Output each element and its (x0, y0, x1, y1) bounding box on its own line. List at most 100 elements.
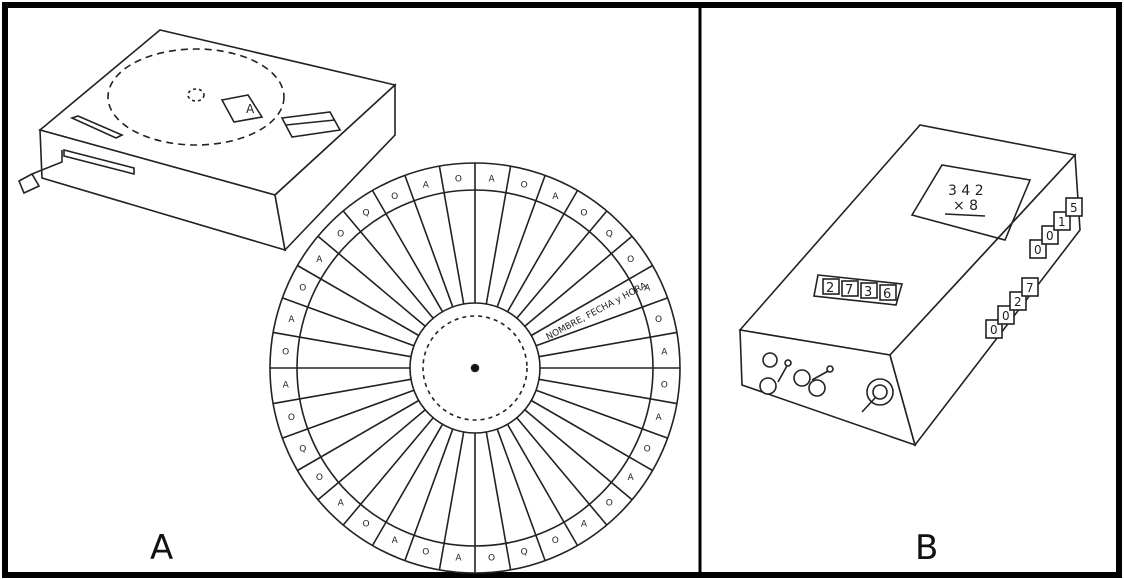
disc-sector-mark: A (288, 315, 295, 325)
disc-spoke (506, 423, 579, 546)
dial-center (872, 384, 888, 400)
disc-sector-mark: Q (362, 208, 369, 218)
side-counter-bottom-digit: 7 (1026, 281, 1034, 295)
disc-sector-mark: O (455, 175, 462, 185)
front-counter-digit: 6 (883, 287, 891, 302)
crank-handle (31, 150, 63, 175)
disc-sector-mark: O (337, 230, 344, 240)
disc-spoke (297, 264, 420, 337)
disc-sector-mark: A (655, 413, 662, 423)
side-counter-bottom-digit: 2 (1014, 295, 1022, 309)
front-counter-cell (841, 280, 859, 297)
front-counter-digit: 3 (864, 285, 872, 300)
toggle-switch (777, 363, 789, 383)
disc-spoke (272, 331, 412, 358)
disc-outline (107, 48, 285, 146)
disc-sector-mark: A (423, 180, 430, 190)
disc-sector-mark: O (521, 180, 528, 190)
panel-b: 3 4 2 × 8 2 7 3 6 0 0 (738, 124, 1083, 447)
box-side (274, 83, 396, 252)
side-counter-bottom-digit: 0 (1002, 309, 1010, 323)
disc-spoke (485, 165, 512, 305)
screen-line-2: × 8 (953, 198, 978, 214)
disc-sector-mark: A (581, 520, 588, 530)
side-counter-top-cell (1065, 197, 1083, 217)
calculator-screen (910, 164, 1032, 241)
side-counter-bottom-digit: 0 (990, 323, 998, 337)
disc-spoke (317, 235, 426, 327)
disc-sector-mark: O (299, 284, 306, 294)
disc-spoke (516, 417, 608, 526)
disc-sector-mark: A (644, 284, 651, 294)
front-counter-digit: 2 (826, 281, 834, 296)
disc-spoke (317, 409, 426, 501)
disc-sector-mark: A (628, 473, 635, 483)
disc-spoke (516, 210, 608, 319)
disc-sector-mark: O (282, 347, 289, 357)
disc-spoke (530, 264, 653, 337)
dial-lever (861, 397, 876, 413)
disc-spoke (530, 399, 653, 472)
toggle-switch-tip (784, 359, 792, 367)
disc-sector-mark: O (606, 498, 613, 508)
disc-spoke (272, 378, 412, 405)
toggle-switch (811, 369, 831, 381)
front-counter-cell (860, 282, 878, 299)
disc-spoke (524, 235, 633, 327)
knob (793, 369, 811, 387)
side-counter-top-digit: 1 (1058, 215, 1066, 229)
disc-sector-mark: A (661, 347, 668, 357)
disc-spoke (371, 190, 444, 313)
lever-slot (69, 115, 124, 139)
disc-spoke (282, 389, 415, 439)
disc-sector-mark: O (488, 553, 495, 563)
screen-underline (944, 213, 986, 217)
panel-a-label: A (150, 528, 174, 568)
disc-sector-mark: O (362, 520, 369, 530)
screen-line-1: 3 4 2 (948, 183, 984, 199)
side-counter-top-digit: 0 (1046, 229, 1054, 243)
crank-knob (17, 172, 41, 195)
disc-spoke (438, 431, 465, 571)
side-counter-top-digit: 5 (1070, 201, 1078, 215)
disc-sector-mark: O (580, 208, 587, 218)
knob (759, 377, 777, 395)
knob (808, 379, 826, 397)
side-counter-bottom: 0 0 2 7 (985, 277, 1039, 339)
disc-sector-mark: O (552, 536, 559, 546)
disc-spoke (538, 378, 678, 405)
disc-sector-mark: O (316, 473, 323, 483)
disc-sector-mark: A (283, 381, 290, 391)
side-counter-bottom-cell (1021, 277, 1039, 297)
disc-spoke (342, 417, 434, 526)
panel-b-label: B (915, 528, 939, 568)
disc-center-mark (187, 88, 205, 102)
disc-spoke (371, 423, 444, 546)
disc-hub-track (422, 315, 528, 421)
disc-spoke (496, 175, 546, 308)
disc-spoke (524, 409, 633, 501)
knob (762, 352, 778, 368)
side-counter-top-digit: 0 (1034, 243, 1042, 257)
disc-sector-mark: O (422, 548, 429, 558)
front-counter-digits: 2 7 3 6 (822, 278, 897, 302)
disc-spoke (506, 190, 579, 313)
crank-slot (63, 148, 135, 176)
disc-spindle (470, 363, 480, 373)
disc-sector-mark: O (655, 315, 662, 325)
disc-sector-mark: A (488, 175, 495, 185)
front-controls (759, 352, 894, 413)
disc-sector-mark: A (338, 498, 345, 508)
disc-spoke (404, 428, 454, 561)
toggle-switch-tip (826, 365, 834, 373)
disc-sector-mark: A (455, 553, 462, 563)
disc-sector-mark: O (644, 444, 651, 454)
side-counter-top: 0 0 1 5 (1029, 197, 1083, 259)
head-slot (220, 94, 264, 123)
disc-sector-mark: O (661, 381, 668, 391)
disc-sector-mark: A (552, 192, 559, 202)
disc-spoke (438, 165, 465, 305)
top-window (280, 111, 342, 138)
